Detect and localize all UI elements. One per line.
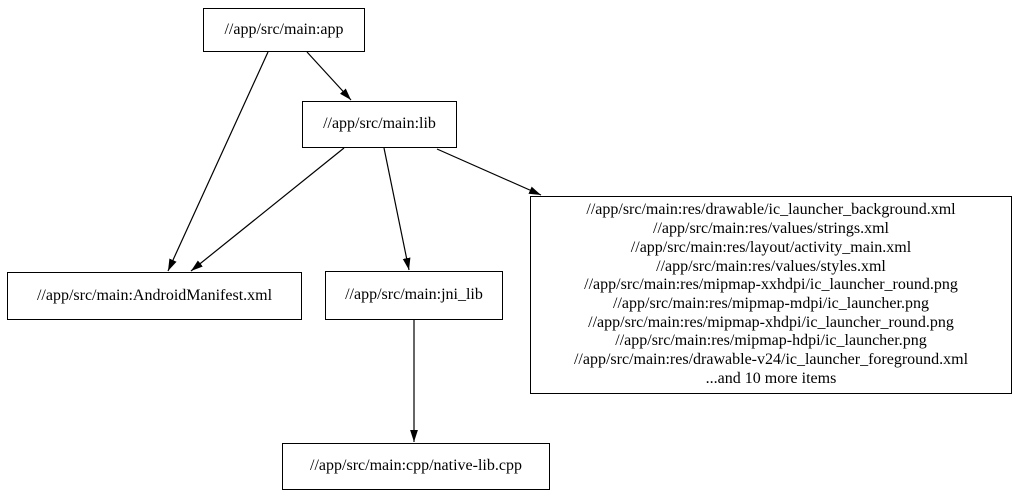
res-file-line: //app/src/main:res/mipmap-hdpi/ic_launch…: [615, 332, 927, 350]
node-native-lib-cpp-label: //app/src/main:cpp/native-lib.cpp: [310, 457, 522, 475]
res-file-line: //app/src/main:res/mipmap-xxhdpi/ic_laun…: [584, 276, 958, 294]
node-jni-lib-label: //app/src/main:jni_lib: [345, 286, 483, 304]
node-app-label: //app/src/main:app: [224, 20, 344, 38]
node-android-manifest: //app/src/main:AndroidManifest.xml: [7, 272, 302, 320]
edge-lib-to-android-manifest: [190, 147, 345, 272]
node-jni-lib: //app/src/main:jni_lib: [325, 271, 503, 320]
res-file-line: //app/src/main:res/values/strings.xml: [653, 220, 889, 238]
res-file-line: //app/src/main:res/mipmap-mdpi/ic_launch…: [613, 295, 929, 312]
node-res-files-group: //app/src/main:res/drawable/ic_launcher_…: [530, 196, 1012, 394]
node-android-manifest-label: //app/src/main:AndroidManifest.xml: [36, 286, 273, 304]
node-app-target: //app/src/main:app: [203, 8, 365, 52]
res-file-line: ...and 10 more items: [705, 369, 837, 387]
res-file-line: //app/src/main:res/layout/activity_main.…: [630, 238, 912, 256]
edge-app-to-lib: [306, 51, 352, 101]
res-file-line: //app/src/main:res/drawable/ic_launcher_…: [586, 201, 956, 219]
edge-lib-to-res-files: [436, 148, 542, 196]
res-file-line: //app/src/main:res/values/styles.xml: [656, 257, 886, 275]
node-native-lib-cpp: //app/src/main:cpp/native-lib.cpp: [282, 443, 550, 490]
edge-lib-to-jni-lib: [383, 147, 411, 271]
res-file-line: //app/src/main:res/drawable-v24/ic_launc…: [573, 351, 969, 369]
node-lib-label: //app/src/main:lib: [323, 115, 436, 133]
edge-app-to-android-manifest: [167, 51, 269, 272]
node-lib-target: //app/src/main:lib: [302, 101, 457, 148]
res-file-line: //app/src/main:res/mipmap-xhdpi/ic_launc…: [588, 313, 954, 331]
